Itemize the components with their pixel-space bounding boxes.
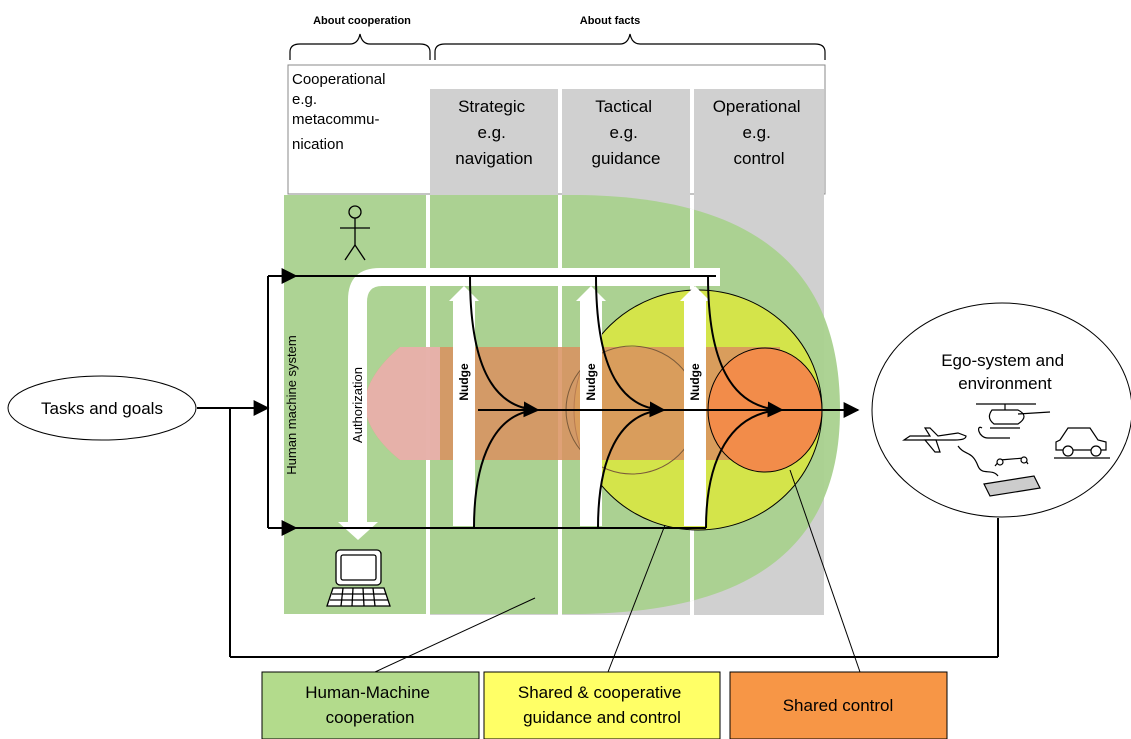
flow-lines	[197, 268, 999, 658]
column-tactical: Tactical e.g. guidance	[591, 97, 660, 168]
column-operational-line: Operational	[713, 97, 801, 116]
column-strategic-line: navigation	[455, 149, 533, 168]
ego-system-line: Ego-system and	[941, 351, 1064, 370]
nudge-arrow-operational: Nudge	[680, 286, 710, 526]
nudge-arrow-tactical: Nudge	[576, 286, 606, 526]
legend-human-machine-line: cooperation	[326, 708, 415, 727]
column-operational-line: e.g.	[742, 123, 770, 142]
tasks-goals-node: Tasks and goals	[7, 375, 197, 441]
legend-human-machine: Human-Machine cooperation	[261, 671, 480, 739]
legend-shared-control-label: Shared control	[783, 696, 894, 715]
column-operational: Operational e.g. control	[713, 97, 806, 168]
legend-shared-cooperative-line: Shared & cooperative	[518, 683, 682, 702]
helicopter-icon	[976, 403, 1051, 439]
legend-shared-cooperative: Shared & cooperative guidance and contro…	[483, 671, 721, 739]
ego-system-line: environment	[958, 374, 1052, 393]
legend-shared-control: Shared control	[729, 671, 948, 739]
bracket-cooperation-label: About cooperation	[313, 15, 411, 27]
column-cooperational: Cooperational e.g. metacommu- nication	[292, 71, 390, 153]
bracket-about-facts: About facts	[434, 15, 826, 60]
column-strategic-line: e.g.	[477, 123, 505, 142]
column-strategic-line: Strategic	[458, 97, 526, 116]
authorization-label: Authorization	[350, 367, 365, 443]
svg-text:Ego-system and environme: Ego-system and environment	[941, 351, 1069, 393]
ego-system-node: Ego-system and environment	[871, 302, 1131, 518]
nudge-label: Nudge	[688, 363, 702, 401]
column-tactical-line: Tactical	[595, 97, 652, 116]
bracket-about-cooperation: About cooperation	[289, 15, 431, 60]
column-tactical-line: guidance	[591, 149, 660, 168]
system-label: Human machine system	[284, 335, 299, 474]
authorization-arrow: Authorization	[338, 268, 720, 540]
computer-icon	[326, 549, 391, 607]
column-operational-line: control	[733, 149, 784, 168]
car-icon	[1054, 427, 1110, 459]
person-icon	[340, 205, 370, 261]
column-cooperational-line: metacommu-	[292, 111, 380, 128]
column-strategic: Strategic e.g. navigation	[455, 97, 533, 168]
svg-text:Human-Machine cooperatio: Human-Machine cooperation	[305, 683, 434, 727]
column-cooperational-line: nication	[292, 136, 344, 153]
legend-connectors	[374, 469, 861, 673]
svg-text:Strategic e.g. nav: Strategic e.g. navigation	[455, 97, 533, 168]
nudge-label: Nudge	[584, 363, 598, 401]
nudge-arrow-strategic: Nudge	[449, 286, 479, 526]
svg-text:Tactical e.g. guid: Tactical e.g. guidance	[591, 97, 660, 168]
column-cooperational-line: Cooperational	[292, 71, 385, 88]
column-cooperational-line: e.g.	[292, 91, 317, 108]
legend-shared-cooperative-line: guidance and control	[523, 708, 681, 727]
svg-text:Cooperational e.g.: Cooperational e.g. metacommu- nication	[292, 71, 390, 153]
band-tip	[365, 347, 440, 460]
tasks-goals-label: Tasks and goals	[41, 399, 163, 418]
column-tactical-line: e.g.	[609, 123, 637, 142]
ship-icon	[983, 456, 1041, 497]
svg-text:Operational e.g. c: Operational e.g. control	[713, 97, 806, 168]
legend-human-machine-line: Human-Machine	[305, 683, 430, 702]
nudge-label: Nudge	[457, 363, 471, 401]
bracket-facts-label: About facts	[580, 15, 641, 27]
svg-text:Shared & cooperative gui: Shared & cooperative guidance and contro…	[518, 683, 686, 727]
airplane-icon	[902, 427, 999, 477]
